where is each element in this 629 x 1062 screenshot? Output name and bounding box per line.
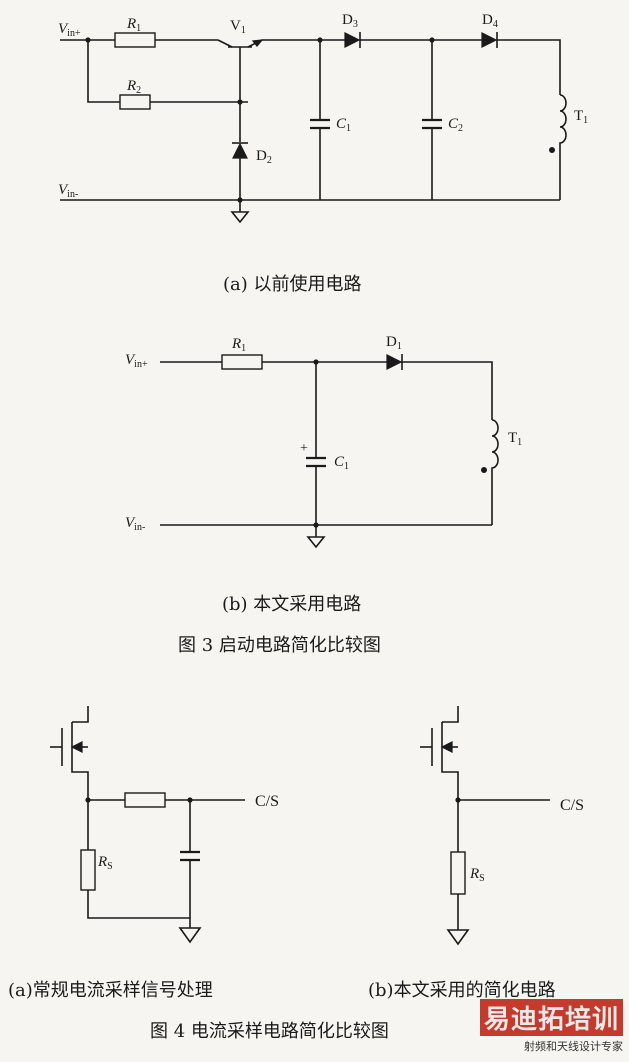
fig3a-caption: (a) 以前使用电路 [223, 274, 362, 295]
label-r1-b: R1 [231, 336, 246, 354]
fig3-title: 图 3 启动电路简化比较图 [178, 635, 381, 656]
fig4a-circuit [50, 706, 245, 944]
label-r1: R1 [126, 16, 141, 34]
label-vin-plus-b: Vin+ [125, 352, 148, 370]
label-d3: D3 [342, 12, 358, 30]
label-vin-minus-b: Vin- [125, 515, 145, 533]
label-rs-b: RS [469, 866, 485, 884]
ground-icon [178, 927, 202, 944]
label-rs-a: RS [97, 854, 113, 872]
ground-icon [230, 211, 250, 224]
transformer-t1-b [491, 419, 499, 525]
label-d4: D4 [482, 12, 498, 30]
fig4a-caption: (a)常规电流采样信号处理 [8, 980, 213, 1001]
resistor-r1 [114, 32, 156, 48]
label-r2: R2 [126, 78, 141, 96]
label-cs-b: C/S [560, 797, 584, 814]
capacitor-c2 [422, 118, 442, 130]
transformer-t1 [559, 94, 567, 200]
diode-d2 [232, 142, 248, 159]
fig3b-circuit [160, 354, 499, 549]
label-c2: C2 [448, 116, 463, 134]
label-t1-b: T1 [508, 430, 522, 448]
fig4b-caption: (b)本文采用的简化电路 [368, 980, 556, 1001]
diode-d4 [481, 32, 498, 48]
diode-d1 [386, 354, 403, 370]
watermark-tagline: 射频和天线设计专家 [524, 1040, 623, 1053]
resistor-r2 [119, 94, 151, 110]
resistor-rs-b [450, 851, 466, 895]
diode-d3 [344, 32, 361, 48]
label-plus: + [300, 441, 308, 456]
label-d2: D2 [256, 148, 272, 166]
watermark: 易迪拓培训 射频和天线设计专家 [479, 999, 623, 1054]
fig3b-caption: (b) 本文采用电路 [222, 594, 361, 615]
label-vin-minus: Vin- [58, 182, 78, 200]
capacitor-c1 [310, 118, 330, 130]
label-c1: C1 [336, 116, 351, 134]
watermark-logo: 易迪拓培训 [479, 999, 623, 1036]
resistor-r1-b [221, 354, 263, 370]
transistor-v1 [217, 39, 264, 102]
label-c1-b: C1 [334, 454, 349, 472]
label-vin-plus: Vin+ [58, 21, 81, 39]
label-d1: D1 [386, 334, 402, 352]
fig4-title: 图 4 电流采样电路简化比较图 [150, 1021, 389, 1042]
resistor-filter [124, 792, 166, 808]
capacitor-c1-b [306, 456, 326, 468]
label-v1: V1 [230, 18, 246, 36]
fig4b-circuit [420, 706, 550, 946]
label-t1: T1 [574, 108, 588, 126]
resistor-rs [80, 849, 96, 891]
ground-icon [446, 929, 470, 946]
ground-icon [306, 536, 326, 549]
label-cs-a: C/S [255, 793, 279, 810]
fig3a-circuit [60, 32, 567, 224]
